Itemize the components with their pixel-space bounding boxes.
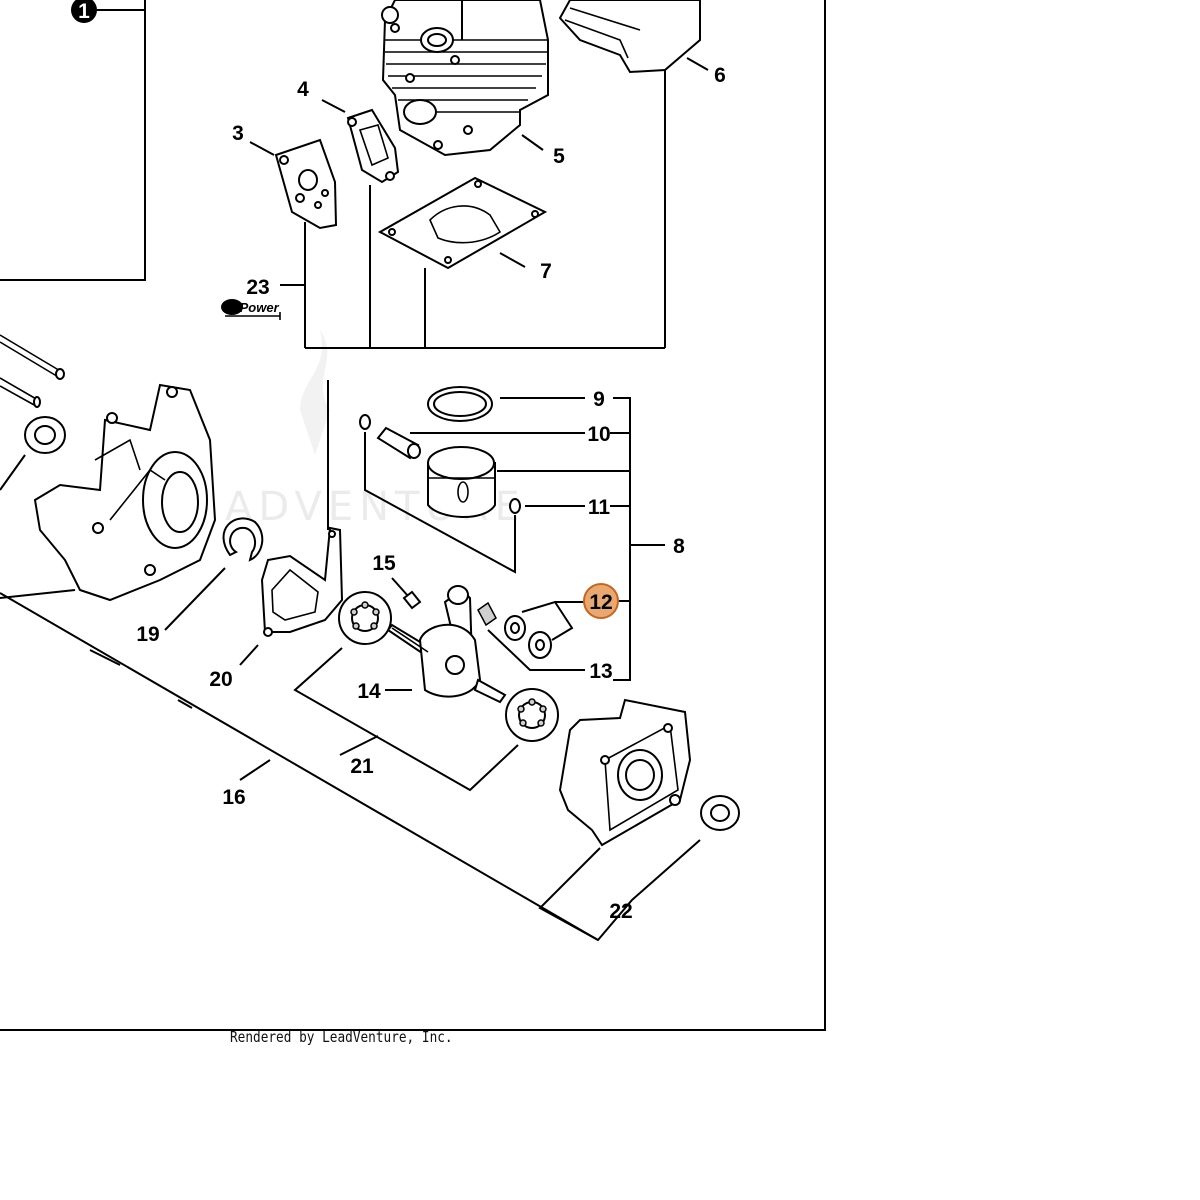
base-gasket-part: [377, 176, 548, 270]
callout-20[interactable]: 20: [209, 668, 232, 691]
callout-19[interactable]: 19: [136, 623, 159, 646]
callout-14[interactable]: 14: [357, 680, 381, 703]
callout-4[interactable]: 4: [297, 78, 309, 101]
oil-seal-part: [24, 416, 66, 454]
thrust-washer-part: [504, 615, 552, 659]
callout-23[interactable]: 23: [246, 276, 269, 299]
callout-9[interactable]: 9: [593, 388, 605, 411]
callout-1[interactable]: 1: [71, 0, 97, 23]
svg-text:RePower: RePower: [223, 300, 280, 315]
right-oil-seal-part: [700, 795, 740, 831]
highlight-marker: [583, 583, 619, 619]
intake-gasket-part: [346, 108, 400, 184]
snap-ring-part: [222, 517, 264, 562]
crankshaft-part: [386, 585, 507, 704]
callout-3[interactable]: 3: [232, 122, 244, 145]
callout-16[interactable]: 16: [222, 786, 245, 809]
crankcase-part: [33, 383, 217, 602]
svg-text:1: 1: [78, 0, 90, 23]
needle-bearing-part: [477, 601, 497, 627]
callout-13[interactable]: 13: [589, 660, 612, 683]
carb-gasket-part: [274, 138, 338, 230]
crankcase-cover-part: [558, 698, 692, 847]
callout-7[interactable]: 7: [540, 260, 552, 283]
callout-11[interactable]: 11: [588, 496, 611, 519]
callout-22[interactable]: 22: [609, 900, 632, 923]
callout-6[interactable]: 6: [714, 64, 726, 87]
cylinder-part: [381, 0, 549, 157]
callout-12[interactable]: 12: [589, 591, 612, 614]
repower-badge: RePower: [221, 299, 281, 320]
piston-ring-part: [427, 386, 493, 422]
render-credit: Rendered by LeadVenture, Inc.: [230, 1028, 453, 1046]
circlip-part: [359, 414, 521, 514]
callout-5[interactable]: 5: [553, 145, 565, 168]
callout-8[interactable]: 8: [673, 535, 685, 558]
callout-21[interactable]: 21: [350, 755, 374, 778]
shield-part: [558, 0, 701, 74]
inset-frame: [0, 0, 146, 281]
diagram-frame: [0, 0, 826, 1031]
callout-10[interactable]: 10: [587, 423, 610, 446]
crankcase-gasket-part: [260, 526, 344, 637]
piston-part: [427, 446, 496, 518]
callout-15[interactable]: 15: [372, 552, 396, 575]
piston-pin-part: [376, 426, 421, 460]
bearing-part: [338, 591, 559, 742]
bolts-part: [0, 334, 65, 408]
